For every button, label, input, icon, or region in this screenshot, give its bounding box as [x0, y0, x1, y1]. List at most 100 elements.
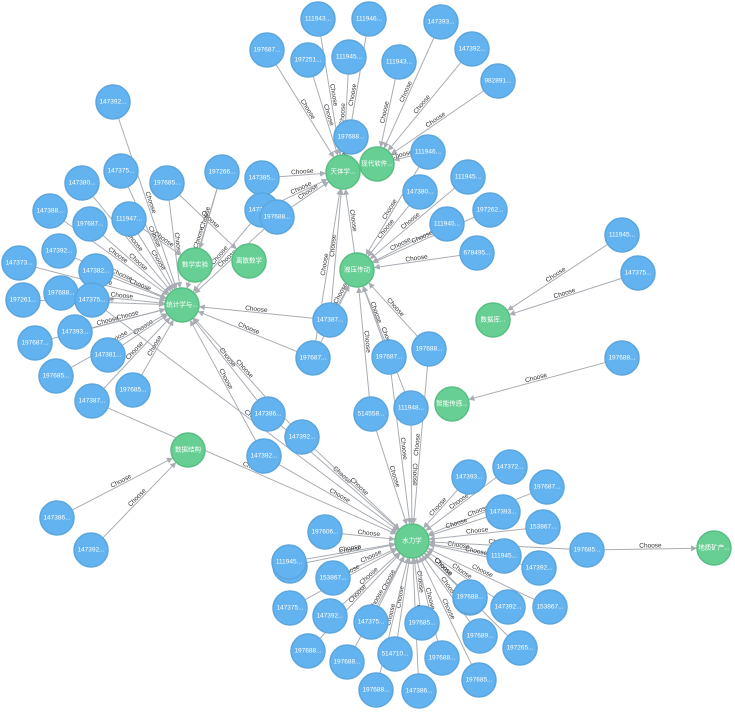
student-node[interactable]: 147386...	[401, 673, 437, 709]
student-node[interactable]: 147386...	[250, 396, 286, 432]
student-node[interactable]: 678495...	[459, 235, 495, 271]
student-node[interactable]: 147392...	[284, 419, 320, 455]
student-node[interactable]: 111947...	[111, 201, 147, 237]
student-node[interactable]: 147375...	[103, 153, 139, 189]
student-node[interactable]: 147393...	[485, 494, 521, 530]
student-node[interactable]: 111948...	[393, 390, 429, 426]
student-node[interactable]: 111945...	[331, 39, 367, 75]
course-node[interactable]: 数据结构	[170, 432, 206, 468]
student-node[interactable]: 197685...	[149, 165, 185, 201]
student-node[interactable]: 147387...	[312, 302, 348, 338]
student-node[interactable]: 197689...	[462, 618, 498, 654]
student-node[interactable]: 197687...	[529, 469, 565, 505]
student-node[interactable]: 197687...	[17, 325, 53, 361]
node-label: 147372...	[496, 464, 523, 471]
student-node[interactable]: 147388...	[32, 193, 68, 229]
course-node[interactable]: 离散数学	[231, 243, 267, 279]
student-node[interactable]: 111946...	[410, 134, 446, 170]
node-label: 197606...	[311, 529, 338, 536]
course-node[interactable]: 现代软件...	[359, 146, 395, 182]
edge-line	[192, 318, 258, 401]
student-node[interactable]: 197685...	[404, 605, 440, 641]
student-node[interactable]: 197688...	[358, 672, 394, 708]
student-node[interactable]: 982891...	[480, 63, 516, 99]
student-node[interactable]: 147373...	[1, 245, 37, 281]
student-node[interactable]: 147387...	[74, 383, 110, 419]
edge-line	[428, 528, 527, 542]
student-node[interactable]: 197688...	[43, 275, 79, 311]
student-node[interactable]: 197606...	[307, 514, 343, 550]
student-node[interactable]: 153867...	[315, 560, 351, 596]
student-node[interactable]: 147375...	[74, 282, 110, 318]
student-node[interactable]: 197688...	[329, 644, 365, 680]
course-node[interactable]: 液压传动	[339, 252, 375, 288]
student-node[interactable]: 147392...	[521, 550, 557, 586]
student-node[interactable]: 197261...	[5, 282, 41, 318]
student-node[interactable]: 197687...	[371, 339, 407, 375]
student-node[interactable]: 111945...	[271, 544, 307, 580]
student-node[interactable]: 147375...	[353, 604, 389, 640]
student-node[interactable]: 111945...	[450, 159, 486, 195]
student-node[interactable]: 147392...	[73, 532, 109, 568]
student-node[interactable]: 111945...	[604, 217, 640, 253]
student-node[interactable]: 147380...	[402, 174, 438, 210]
student-node[interactable]: 197687...	[249, 32, 285, 68]
student-node[interactable]: 197685...	[115, 372, 151, 408]
student-node[interactable]: 197688...	[452, 579, 488, 615]
student-node[interactable]: 197262...	[472, 192, 508, 228]
edge-label: Choose	[357, 529, 380, 538]
student-node[interactable]: 147375...	[620, 255, 656, 291]
student-node[interactable]: 147372...	[492, 449, 528, 485]
student-node[interactable]: 153867...	[532, 589, 568, 625]
student-node[interactable]: 147392...	[41, 233, 77, 269]
student-node[interactable]: 197687...	[72, 206, 108, 242]
student-node[interactable]: 147393...	[423, 4, 459, 40]
student-node[interactable]: 111946...	[351, 1, 387, 37]
student-node[interactable]: 147381...	[90, 337, 126, 373]
student-node[interactable]: 147375...	[272, 590, 308, 626]
student-node[interactable]: 514558...	[353, 396, 389, 432]
course-node[interactable]: 地质矿产...	[696, 530, 732, 566]
student-node[interactable]: 147392...	[312, 598, 348, 634]
course-node[interactable]: 天体学...	[325, 154, 361, 190]
student-node[interactable]: 111943...	[381, 44, 417, 80]
edge-label: Choose	[466, 526, 489, 535]
course-node[interactable]: 数学实验	[177, 247, 213, 283]
course-node[interactable]: 水力学	[394, 523, 430, 559]
student-node[interactable]: 197685...	[461, 662, 497, 698]
student-node[interactable]: 111943...	[300, 1, 336, 37]
student-node[interactable]: 111945...	[486, 538, 522, 574]
student-node[interactable]: 147386...	[39, 500, 75, 536]
student-node[interactable]: 197688...	[411, 331, 447, 367]
student-node[interactable]: 147392...	[454, 31, 490, 67]
edge-line	[290, 181, 330, 208]
edge-label: Choose	[146, 334, 163, 357]
student-node[interactable]: 147385...	[244, 160, 280, 196]
student-node[interactable]: 147392...	[490, 589, 526, 625]
student-node[interactable]: 514710...	[377, 636, 413, 672]
course-node[interactable]: 统计学与...	[164, 287, 200, 323]
student-node[interactable]: 197685...	[569, 532, 605, 568]
student-node[interactable]: 147393...	[57, 314, 93, 350]
student-node[interactable]: 147392...	[95, 84, 131, 120]
student-node[interactable]: 111945...	[429, 206, 465, 242]
student-node[interactable]: 153867...	[525, 509, 561, 545]
student-node[interactable]: 197251...	[290, 42, 326, 78]
node-circle	[315, 560, 351, 596]
student-node[interactable]: 197688...	[333, 119, 369, 155]
student-node[interactable]: 147380...	[64, 165, 100, 201]
student-node[interactable]: 197688...	[604, 340, 640, 376]
student-node[interactable]: 197688...	[290, 633, 326, 669]
student-node[interactable]: 147392...	[246, 438, 282, 474]
course-node[interactable]: 数据库...	[475, 302, 511, 338]
course-node[interactable]: 智能传感...	[434, 386, 470, 422]
student-node[interactable]: 197687...	[295, 340, 331, 376]
student-node[interactable]: 147393...	[451, 459, 487, 495]
student-node[interactable]: 197688...	[259, 199, 295, 235]
student-node[interactable]: 197266...	[204, 154, 240, 190]
student-node[interactable]: 197688...	[424, 640, 460, 676]
student-node[interactable]: 197265...	[502, 630, 538, 666]
node-label: 147386...	[254, 411, 281, 418]
student-node[interactable]: 197685...	[38, 358, 74, 394]
